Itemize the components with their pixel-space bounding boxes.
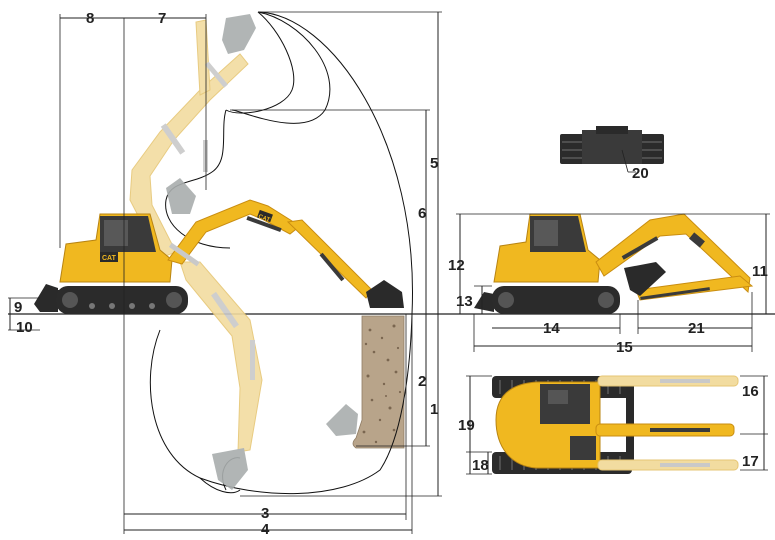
dim-label-17: 17 xyxy=(742,453,759,470)
bucket-cylinder xyxy=(319,252,345,282)
dimension-labels: 1 2 3 4 5 6 7 8 9 10 11 12 13 14 15 16 1… xyxy=(14,10,768,538)
dim-label-10: 10 xyxy=(16,319,33,336)
track-assembly xyxy=(56,286,188,314)
boom-logo: CAT xyxy=(257,214,271,224)
dim-label-12: 12 xyxy=(448,257,465,274)
dim-label-6: 6 xyxy=(418,205,426,222)
dim-label-11: 11 xyxy=(752,263,768,280)
dim-label-14: 14 xyxy=(543,320,560,337)
dimension-lines-side xyxy=(8,11,442,534)
excavator-side-view: CAT CAT xyxy=(34,199,404,314)
dimension-lines-plan xyxy=(466,375,768,475)
dozer-blade xyxy=(34,284,58,312)
dim-label-13: 13 xyxy=(456,293,473,310)
excavator-transport-view xyxy=(474,213,754,314)
dim-label-5: 5 xyxy=(430,155,438,172)
machine-logo: CAT xyxy=(102,255,117,262)
dimension-lines-transport xyxy=(456,213,770,352)
ghost-arm-max-depth xyxy=(179,261,358,490)
bucket xyxy=(366,280,404,308)
dim-label-4: 4 xyxy=(261,521,270,538)
dim-label-20: 20 xyxy=(632,165,649,182)
dim-label-7: 7 xyxy=(158,10,166,27)
dim-label-18: 18 xyxy=(472,457,489,474)
stick-cylinder xyxy=(246,215,282,233)
dim-label-2: 2 xyxy=(418,373,426,390)
dig-pit xyxy=(352,315,405,449)
excavator-plan-view xyxy=(492,375,739,474)
stick xyxy=(286,219,373,299)
dim-label-19: 19 xyxy=(458,417,475,434)
dim-label-21: 21 xyxy=(688,320,705,337)
dim-label-16: 16 xyxy=(742,383,759,400)
dim-label-3: 3 xyxy=(261,505,269,522)
dim-label-15: 15 xyxy=(616,339,633,356)
ghost-arm-max-height xyxy=(129,14,256,259)
dim-label-8: 8 xyxy=(86,10,94,27)
dim-label-9: 9 xyxy=(14,299,22,316)
dim-label-1: 1 xyxy=(430,401,438,418)
machine-rear-view xyxy=(560,126,664,173)
boom-cylinder xyxy=(168,242,200,267)
